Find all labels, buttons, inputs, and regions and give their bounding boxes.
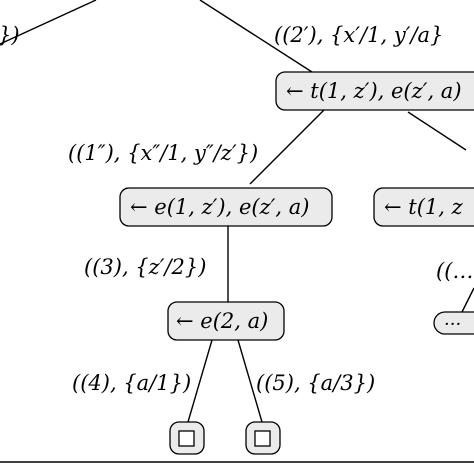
node-t1z-e-za: ← t(1, z′), e(z′, a) <box>275 71 474 111</box>
edge-label-right-dots: ((… <box>436 259 473 283</box>
edge-label-top-right: ((2′), {x′/1, y′/a} <box>274 23 443 47</box>
edge-t-to-right <box>407 111 467 151</box>
edge-label-bottom-right: ((5), {a/3}) <box>256 371 375 395</box>
node-t1z-e-za-label: ← t(1, z′), e(z′, a) <box>286 79 462 103</box>
node-t1z-right-label: ← t(1, z <box>384 195 464 219</box>
node-e2a-label: ← e(2, a) <box>176 309 268 333</box>
node-dots-right-label: ··· <box>444 314 461 335</box>
node-t1z-right: ← t(1, z <box>373 187 474 227</box>
edge-root-right <box>199 0 313 73</box>
node-e1z-e-za: ← e(1, z′), e(z′, a) <box>119 187 333 227</box>
node-dots-right: ··· <box>433 311 474 335</box>
edge-label-top-left: }) <box>0 23 20 47</box>
edge-e2-to-leaf-left <box>187 339 213 423</box>
edge-root-left <box>0 0 97 45</box>
leaf-empty-clause-left <box>169 421 205 455</box>
edge-right-dots <box>461 287 474 313</box>
edge-label-bottom-left: ((4), {a/1}) <box>72 371 191 395</box>
edge-label-mid-lower: ((3), {z′/2}) <box>84 255 206 279</box>
empty-clause-icon <box>254 430 271 447</box>
node-e2a: ← e(2, a) <box>167 301 285 341</box>
node-e1z-e-za-label: ← e(1, z′), e(z′, a) <box>130 195 310 219</box>
edge-e2-to-leaf-right <box>237 339 263 423</box>
leaf-empty-clause-right <box>245 421 281 455</box>
edge-t-to-e1 <box>249 107 327 185</box>
edge-label-mid-left: ((1″), {x″/1, y″/z′}) <box>68 141 258 165</box>
empty-clause-icon <box>178 430 195 447</box>
